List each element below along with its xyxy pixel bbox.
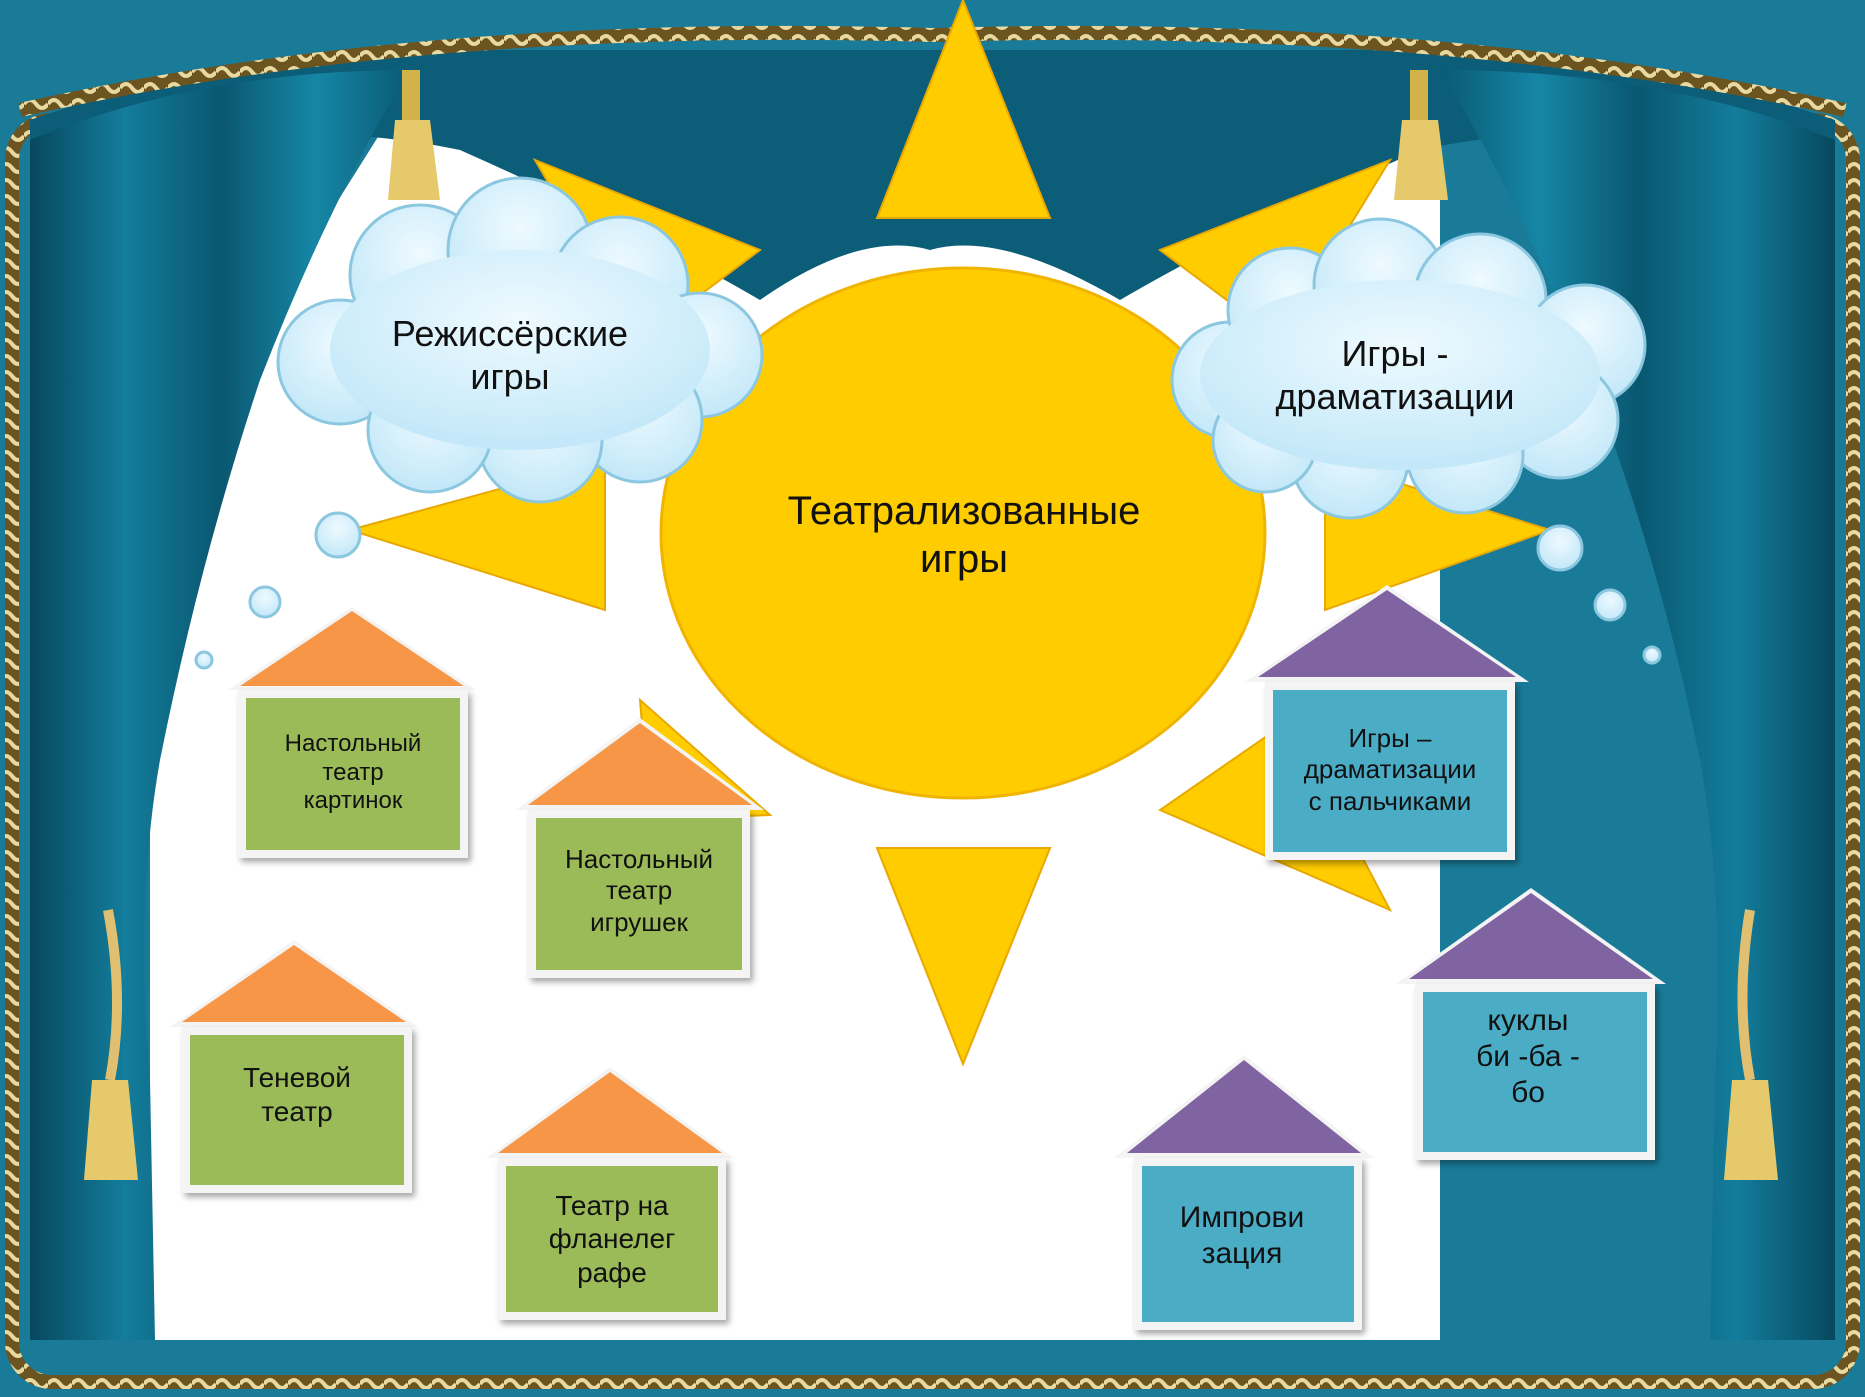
valance-braid <box>18 25 1847 117</box>
tassel-top-left <box>388 70 440 200</box>
roof-flannel <box>498 1072 722 1153</box>
house-table-toys-label: Настольный театр игрушек <box>564 844 714 937</box>
roof-finger <box>1258 590 1516 677</box>
tassel-right <box>1724 909 1778 1180</box>
house-shadow-label: Теневой театр <box>243 1062 351 1127</box>
house-finger: Игры – драматизации с пальчиками <box>1265 682 1515 860</box>
roof-improv <box>1127 1060 1361 1153</box>
center-label: Театрализованные игры <box>787 489 1141 581</box>
house-bibabo: куклы би -ба - бо <box>1415 984 1655 1160</box>
house-improv-label: Импрови зация <box>1179 1201 1305 1270</box>
sun-ray-top <box>875 0 1052 219</box>
house-flannel: Театр на фланелег рафе <box>498 1158 726 1320</box>
cloud-drama-shape <box>1170 217 1662 665</box>
house-bibabo-label: куклы би -ба - бо <box>1476 1004 1580 1109</box>
house-roofs <box>170 585 1666 1158</box>
cloud-director-label: Режиссёрские игры <box>391 312 629 397</box>
cloud-director-shape <box>194 176 764 670</box>
house-flannel-label: Театр на фланелег рафе <box>548 1189 676 1288</box>
right-curtain <box>1440 70 1835 1340</box>
sun-ray-bottom <box>875 847 1052 1067</box>
roof-shadow <box>182 945 406 1022</box>
cloud-drama-label: Игры - драматизации <box>1275 332 1515 417</box>
house-improv: Импрови зация <box>1134 1158 1362 1330</box>
roof-table-pictures <box>240 611 464 686</box>
house-shadow: Теневой театр <box>182 1027 412 1193</box>
house-table-pictures: Настольный театр картинок <box>238 690 468 858</box>
house-table-toys: Настольный театр игрушек <box>528 810 750 978</box>
house-table-pictures-label: Настольный театр картинок <box>284 729 422 815</box>
roof-table-toys <box>528 723 752 805</box>
house-finger-label: Игры – драматизации с пальчиками <box>1303 723 1477 816</box>
tassel-top-right <box>1394 70 1448 200</box>
sun-disc <box>659 266 1267 800</box>
tassel-left <box>84 909 138 1180</box>
left-curtain <box>30 70 410 1340</box>
roof-bibabo <box>1409 893 1653 979</box>
